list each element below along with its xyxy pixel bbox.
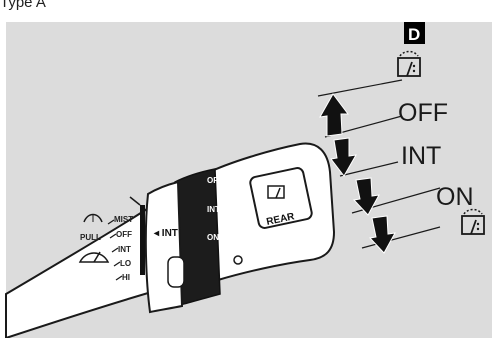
scale-label-pull: PULL bbox=[80, 233, 101, 242]
section-badge: D bbox=[404, 22, 425, 44]
ring-label-on: ON bbox=[207, 233, 219, 242]
ring-label-int: INT bbox=[207, 205, 220, 214]
int-ring-marker: ◂ INT bbox=[153, 228, 178, 239]
scale-label-off: OFF bbox=[116, 230, 132, 239]
svg-text:D: D bbox=[408, 25, 420, 44]
scale-label-mist: MIST bbox=[114, 215, 133, 224]
ring-label-off: OFF bbox=[207, 176, 223, 185]
scale-label-int: INT bbox=[118, 245, 131, 254]
position-label-on: ON bbox=[436, 183, 474, 211]
illustration-canvas: OFF INT ON REAR PULL MIST OFF INT LO HI … bbox=[0, 22, 492, 338]
position-label-off: OFF bbox=[398, 99, 448, 127]
rear-button[interactable]: REAR bbox=[249, 167, 313, 229]
position-label-int: INT bbox=[401, 142, 441, 170]
scale-label-lo: LO bbox=[120, 259, 131, 268]
int-control-ring bbox=[146, 182, 182, 312]
figure-caption: Type A bbox=[0, 0, 46, 11]
scale-label-hi: HI bbox=[122, 273, 130, 282]
wiper-switch-illustration: OFF INT ON REAR PULL MIST OFF INT LO HI … bbox=[0, 22, 492, 338]
